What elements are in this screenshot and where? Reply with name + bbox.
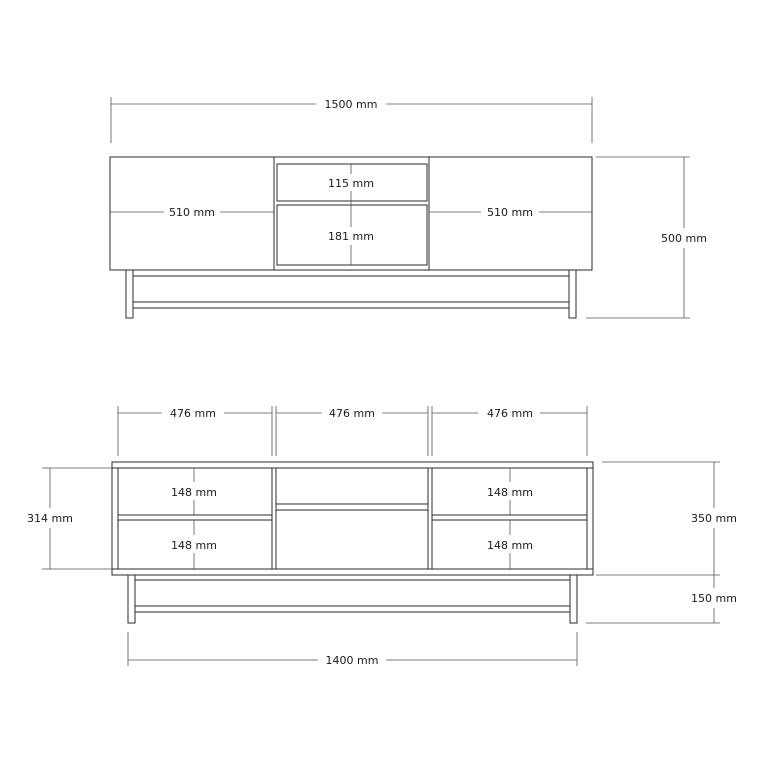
- open-leg-left: [127, 574, 136, 624]
- body-inner-height-dimension: 314 mm: [27, 467, 112, 570]
- leg-height-label: 150 mm: [691, 592, 737, 605]
- leg-span-width-label: 1400 mm: [326, 654, 379, 667]
- left-lower-shelf-label: 148 mm: [171, 539, 217, 552]
- right-lower-shelf-label: 148 mm: [487, 539, 533, 552]
- front-total-width-dimension: 1500 mm: [110, 97, 593, 143]
- bottom-drawer-height-label: 181 mm: [328, 230, 374, 243]
- front-leg-left: [125, 269, 134, 319]
- bottom-drawer: [276, 204, 428, 266]
- front-total-width-label: 1500 mm: [325, 98, 378, 111]
- top-drawer: [276, 163, 428, 202]
- open-view: 476 mm 476 mm 476 mm: [27, 406, 737, 667]
- left-door-width-label: 510 mm: [169, 206, 215, 219]
- body-and-leg-height-dimension: 350 mm 150 mm: [586, 461, 737, 624]
- open-base: [127, 574, 578, 624]
- section-middle-width-label: 476 mm: [329, 407, 375, 420]
- section-width-dimensions: 476 mm 476 mm 476 mm: [117, 406, 588, 456]
- body-height-label: 350 mm: [691, 512, 737, 525]
- body-inner-height-label: 314 mm: [27, 512, 73, 525]
- right-upper-shelf-label: 148 mm: [487, 486, 533, 499]
- section-right-width-label: 476 mm: [487, 407, 533, 420]
- front-base: [125, 269, 577, 319]
- open-leg-right: [569, 574, 578, 624]
- section-left-width-label: 476 mm: [170, 407, 216, 420]
- front-leg-right: [568, 269, 577, 319]
- top-drawer-height-label: 115 mm: [328, 177, 374, 190]
- front-view: 1500 mm 510 mm 510 mm 115: [109, 97, 707, 319]
- front-total-height-label: 500 mm: [661, 232, 707, 245]
- open-cabinet-body: [111, 461, 594, 576]
- front-cabinet-body: [109, 156, 593, 271]
- leg-span-width-dimension: 1400 mm: [127, 632, 578, 667]
- right-door-width-label: 510 mm: [487, 206, 533, 219]
- left-upper-shelf-label: 148 mm: [171, 486, 217, 499]
- front-total-height-dimension: 500 mm: [586, 156, 707, 319]
